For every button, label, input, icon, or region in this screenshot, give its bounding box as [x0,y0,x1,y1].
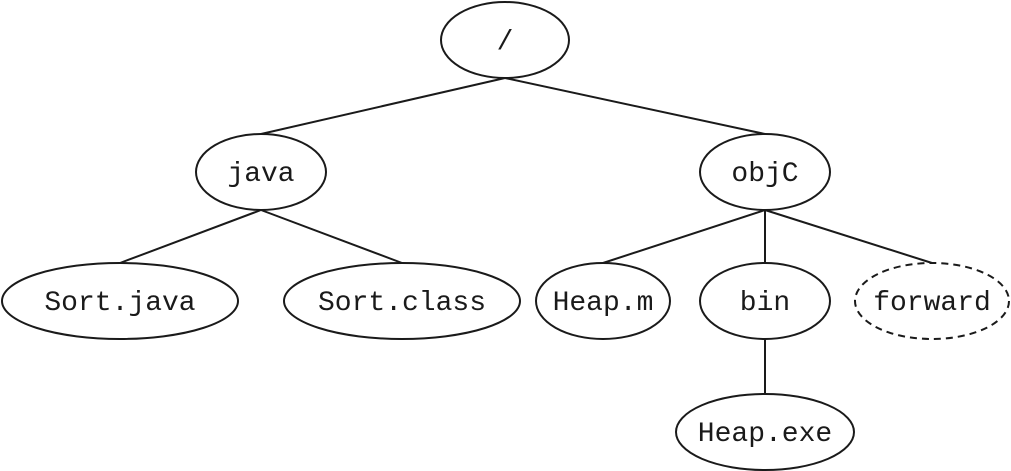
edge-root-to-objc [504,77,766,135]
edge-objc-to-forward [764,209,933,264]
tree-node-root: / [440,1,570,79]
edge-java-to-sort-java [119,209,262,264]
node-label-root: / [497,27,514,58]
node-ellipse-heap-m [535,262,671,340]
node-label-bin: bin [740,288,790,319]
node-label-heap-exe: Heap.exe [698,419,832,450]
node-ellipse-bin [699,262,831,340]
tree-node-sort-class: Sort.class [283,262,521,340]
tree-edges [119,77,933,394]
edge-objc-to-heap-m [602,209,766,264]
node-label-objc: objC [731,159,798,190]
node-ellipse-root [440,1,570,79]
tree-node-objc: objC [699,133,831,211]
tree-node-heap-exe: Heap.exe [675,393,855,471]
edge-root-to-java [260,77,506,135]
edge-java-to-sort-class [260,209,403,264]
tree-node-heap-m: Heap.m [535,262,671,340]
node-label-java: java [227,159,294,190]
node-ellipse-objc [699,133,831,211]
node-label-sort-java: Sort.java [44,288,195,319]
node-label-heap-m: Heap.m [553,288,654,319]
node-ellipse-java [195,133,327,211]
node-label-sort-class: Sort.class [318,288,486,319]
tree-node-bin: bin [699,262,831,340]
tree-node-java: java [195,133,327,211]
node-ellipse-sort-class [283,262,521,340]
tree-node-sort-java: Sort.java [1,262,239,340]
node-ellipse-forward [854,262,1010,340]
node-ellipse-heap-exe [675,393,855,471]
node-ellipse-sort-java [1,262,239,340]
node-label-forward: forward [873,288,991,319]
tree-node-forward: forward [854,262,1010,340]
